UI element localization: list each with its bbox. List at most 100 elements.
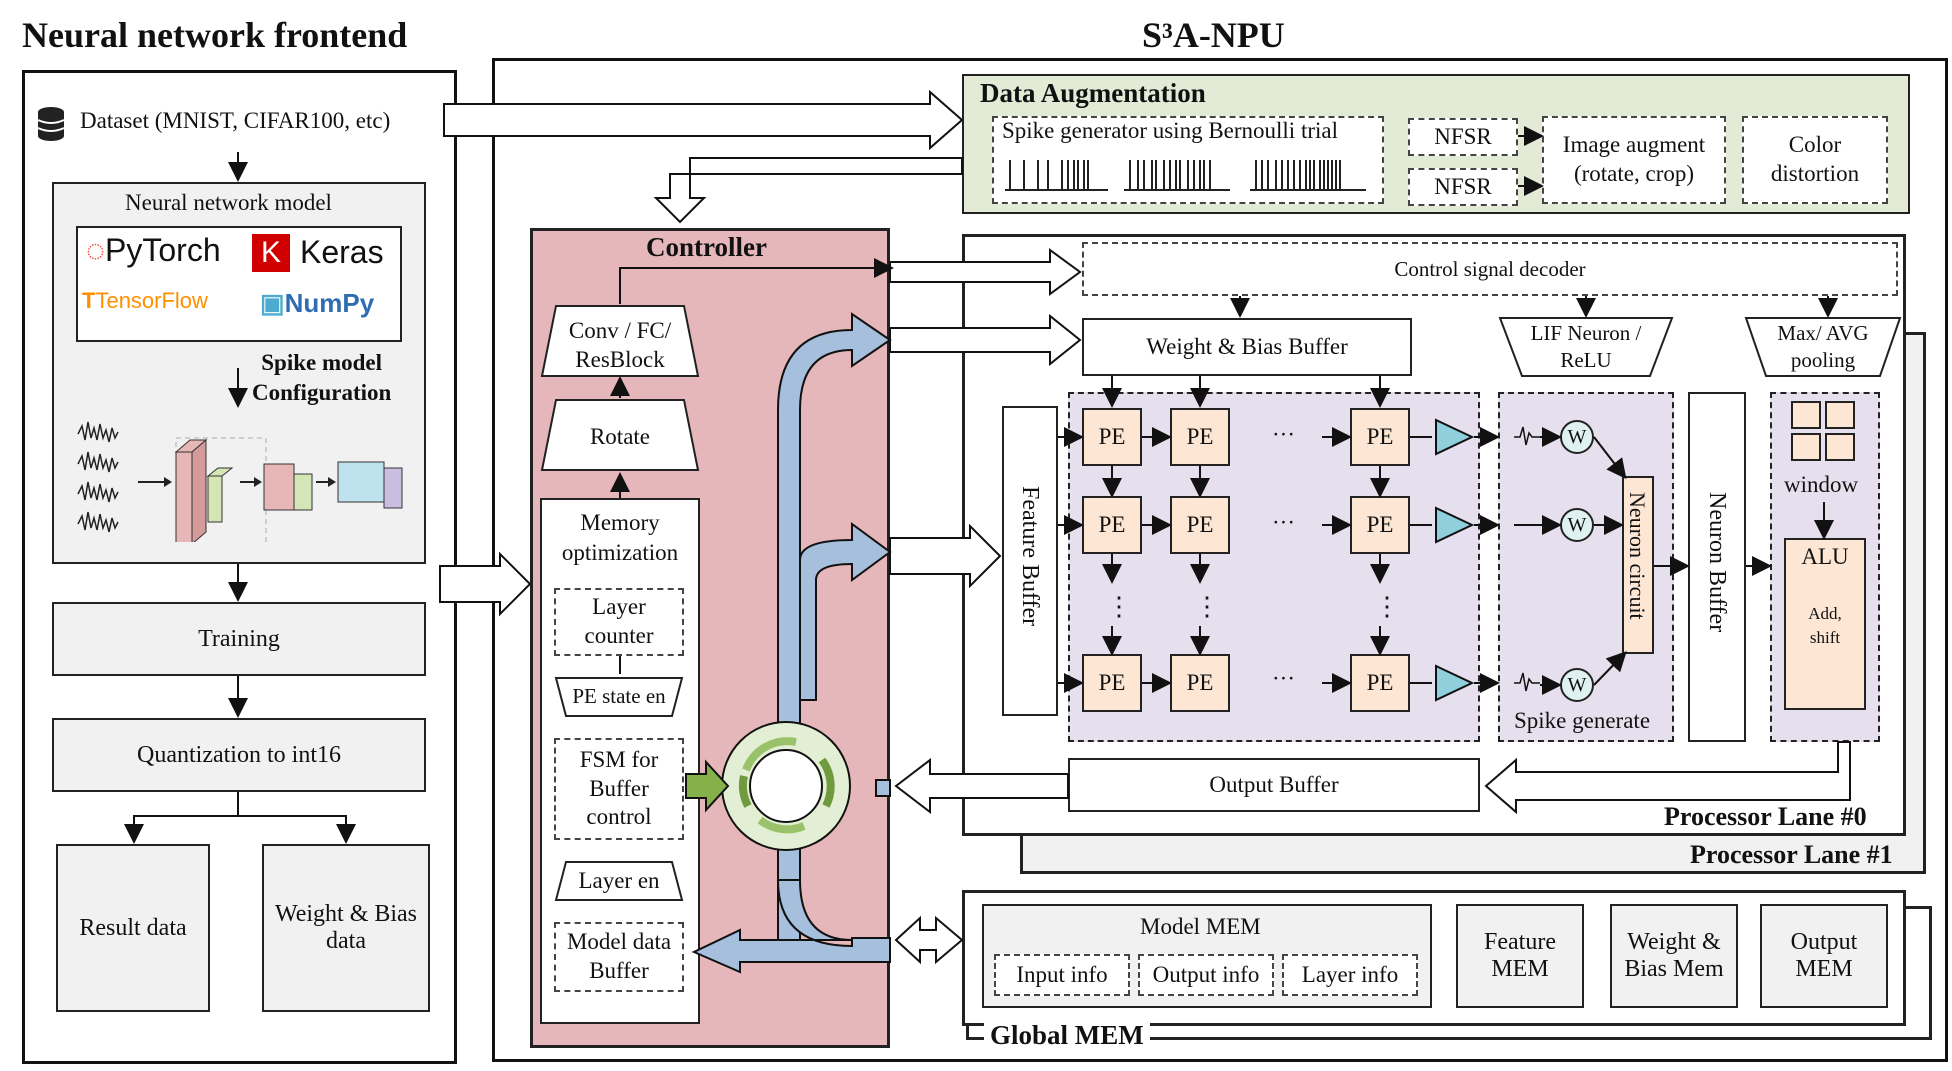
tensorflow-logo: TTensorFlow [82, 288, 208, 313]
nn-model-title: Neural network model [125, 190, 332, 215]
weight-circle: W [1560, 668, 1594, 702]
fsm-line2: Buffer [589, 775, 649, 801]
quantization-box: Quantization to int16 [52, 718, 426, 792]
pe-hdots: ··· [1272, 510, 1295, 535]
alu-ops-label: Add,shift [1808, 604, 1842, 647]
controller-to-wb-arrow [889, 313, 1082, 367]
pe-vdots: ⋮ [1106, 592, 1132, 621]
dataset-to-augment-arrow [443, 89, 964, 151]
input-info-box: Input info [994, 954, 1130, 996]
database-icon [36, 106, 66, 142]
pe-hdots: ··· [1272, 666, 1295, 691]
model-buffer-box: Model data Buffer [554, 922, 684, 992]
spike-generator-label: Spike generator using Bernoulli trial [1002, 118, 1338, 143]
npu-panel [492, 58, 1948, 1062]
control-decoder-box: Control signal decoder [1082, 242, 1898, 296]
augmentation-title: Data Augmentation [980, 78, 1206, 108]
pe-cell: PE [1082, 654, 1142, 712]
feature-mem-box: Feature MEM [1456, 904, 1584, 1008]
fsm-to-ring-arrow [685, 759, 730, 813]
image-augment-line1: Image augment [1562, 132, 1706, 158]
conv-label: Conv / FC/ResBlock [568, 318, 672, 372]
frontend-to-controller-arrow [439, 551, 532, 617]
pytorch-logo: ◌PyTorch [86, 232, 221, 268]
model-buffer-line2: Buffer [589, 958, 649, 983]
ring-icon [721, 721, 851, 851]
controller-global-mem-arrow [894, 915, 964, 965]
output-buffer-box: Output Buffer [1068, 758, 1480, 812]
lif-label: LIF Neuron /ReLU [1530, 321, 1642, 372]
weight-bias-line2: data [326, 928, 366, 954]
feature-mem-line2: MEM [1491, 956, 1549, 982]
weight-bias-data-box: Weight & Bias data [262, 844, 430, 1012]
numpy-logo: ▣NumPy [260, 288, 375, 318]
controller-title: Controller [646, 232, 767, 262]
output-mem-line1: Output [1790, 929, 1858, 955]
pytorch-icon: ◌ [86, 232, 106, 268]
feature-mem-line1: Feature [1484, 929, 1556, 955]
layer-info-box: Layer info [1282, 954, 1418, 996]
nfsr-box-2: NFSR [1408, 168, 1518, 206]
frontend-flow-arrows [124, 152, 356, 844]
pe-state-trapezoid [554, 676, 684, 718]
pe-vdots: ⋮ [1194, 592, 1220, 621]
pe-vdots: ⋮ [1374, 592, 1400, 621]
lif-trapezoid [1498, 316, 1674, 378]
wb-buffer-box: Weight & Bias Buffer [1082, 318, 1412, 376]
color-line2: distortion [1770, 161, 1860, 186]
neuron-buffer-label: Neuron Buffer [1704, 492, 1730, 633]
fsm-line1: FSM for [579, 746, 659, 772]
frontend-title: Neural network frontend [22, 15, 408, 55]
output-info-box: Output info [1138, 954, 1274, 996]
pool-trapezoid [1744, 316, 1902, 378]
controller-to-decoder-arrow [889, 248, 1082, 296]
layer-counter-line2: counter [584, 623, 654, 648]
spike-waveform-icon [77, 421, 119, 533]
layer-en-label: Layer en [578, 868, 660, 893]
output-to-controller-arrow [894, 757, 1069, 815]
conv-trapezoid [540, 304, 700, 378]
framework-logos [76, 226, 402, 342]
lane0-label: Processor Lane #0 [1664, 802, 1867, 831]
pe-cell: PE [1350, 408, 1410, 466]
layer-en-trapezoid [554, 860, 684, 902]
image-augment-line2: (rotate, crop) [1573, 161, 1695, 186]
feature-buffer-label: Feature Buffer [1017, 486, 1043, 627]
augment-to-controller-arrow [653, 157, 963, 224]
alu-to-output-arrow [1484, 741, 1851, 815]
lane1-label: Processor Lane #1 [1690, 840, 1893, 869]
feature-buffer-box [1002, 406, 1058, 716]
neuron-circuit-box [1622, 476, 1654, 654]
color-distortion-box: Color distortion [1742, 116, 1888, 204]
pe-cell: PE [1170, 496, 1230, 554]
spike-waveform-icon [1514, 426, 1540, 692]
model-buffer-line1: Model data [566, 929, 672, 955]
training-box: Training [52, 602, 426, 676]
pe-state-label: PE state en [572, 684, 666, 708]
rotate-trapezoid [540, 398, 700, 472]
spike-trains [1004, 156, 1374, 192]
weight-mem-line2: Bias Mem [1624, 956, 1724, 982]
keras-logo: Keras [300, 234, 384, 270]
keras-icon: K [252, 234, 290, 272]
alu-label: ALU [1801, 544, 1849, 569]
numpy-icon: ▣ [260, 288, 285, 318]
fsm-box: FSM for Buffer control [554, 738, 684, 840]
npu-title: S³A-NPU [1142, 15, 1285, 55]
weight-mem-box: Weight & Bias Mem [1610, 904, 1738, 1008]
pe-hdots: ··· [1272, 422, 1295, 447]
dataset-label: Dataset (MNIST, CIFAR100, etc) [80, 108, 391, 133]
global-mem-title: Global MEM [984, 1020, 1150, 1051]
window-label: window [1784, 472, 1859, 497]
layer-counter-line1: Layer [592, 594, 646, 620]
pe-cell: PE [1170, 654, 1230, 712]
layer-counter-box: Layer counter [554, 588, 684, 656]
blue-bus [691, 312, 892, 974]
nfsr-box-1: NFSR [1408, 118, 1518, 156]
result-data-box: Result data [56, 844, 210, 1012]
rotate-label: Rotate [589, 424, 651, 449]
